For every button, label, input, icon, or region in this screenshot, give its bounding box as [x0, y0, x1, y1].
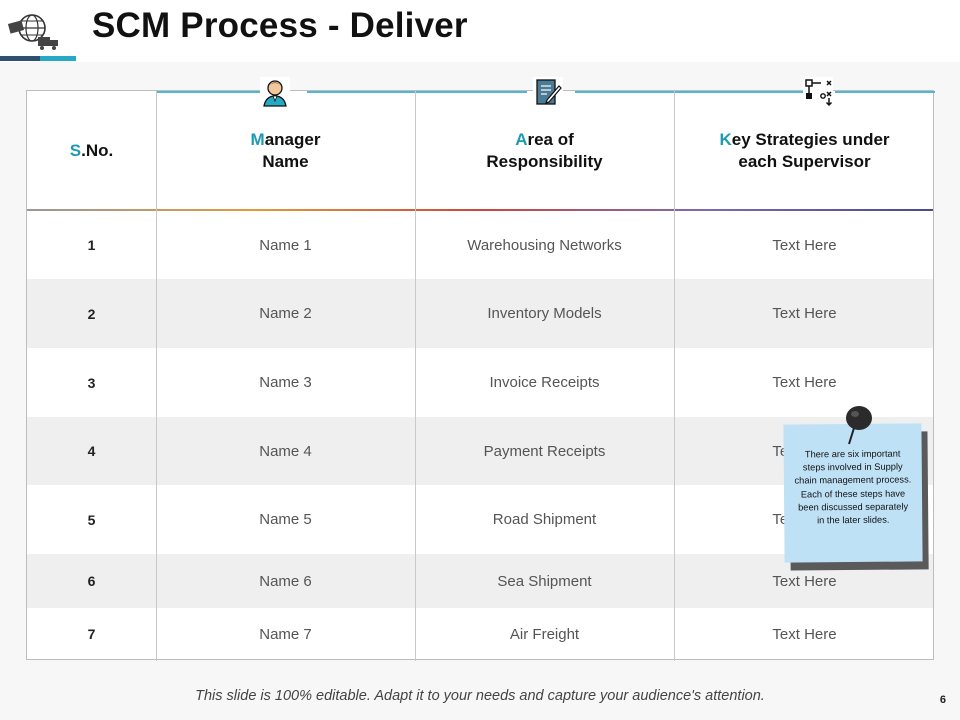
- cell-strategy: Text Here: [772, 374, 837, 391]
- page-title: SCM Process - Deliver: [92, 6, 468, 45]
- cell-area: Inventory Models: [487, 305, 602, 322]
- logistics-globe-icon: [7, 14, 58, 50]
- table-row: 6 Name 6 Sea Shipment Text Here: [27, 554, 933, 608]
- cell-manager-name: Name 1: [259, 236, 312, 254]
- manager-avatar-icon: [260, 77, 290, 107]
- cell-area: Invoice Receipts: [489, 374, 600, 391]
- table-row: 3 Name 3 Invoice Receipts Text Here: [27, 348, 933, 417]
- header-divider: [27, 209, 933, 211]
- table-row: 2 Name 2 Inventory Models Text Here: [27, 279, 933, 348]
- cell-area: Warehousing Networks: [467, 236, 622, 254]
- flowchart-icon: [803, 77, 833, 107]
- cell-manager-name: Name 2: [259, 305, 312, 322]
- cell-manager-name: Name 5: [259, 511, 312, 528]
- column-divider: [156, 91, 157, 661]
- cell-area: Payment Receipts: [483, 442, 606, 460]
- cell-area: Road Shipment: [492, 511, 597, 528]
- header-accent-line: [307, 91, 527, 93]
- cell-sno: 7: [87, 626, 96, 642]
- cell-sno: 2: [87, 305, 96, 322]
- cell-strategy: Text Here: [772, 572, 837, 590]
- cell-area: Air Freight: [509, 625, 580, 643]
- column-divider: [415, 91, 416, 661]
- document-pen-icon: [533, 77, 563, 107]
- cell-sno: 6: [87, 573, 96, 589]
- footer-caption: This slide is 100% editable. Adapt it to…: [195, 688, 765, 704]
- cell-manager-name: Name 6: [259, 572, 312, 590]
- cell-sno: 1: [87, 237, 96, 253]
- cell-sno: 5: [87, 511, 96, 528]
- header-accent-line: [835, 91, 935, 93]
- page-number: 6: [939, 694, 946, 706]
- column-divider: [674, 91, 675, 661]
- table-row: 7 Name 7 Air Freight Text Here: [27, 608, 933, 660]
- cell-sno: 4: [87, 443, 96, 459]
- cell-manager-name: Name 4: [259, 442, 312, 460]
- cell-strategy: Text Here: [772, 236, 837, 254]
- cell-manager-name: Name 3: [259, 374, 312, 391]
- cell-area: Sea Shipment: [497, 572, 592, 590]
- title-accent-bar: [0, 56, 76, 61]
- header-accent-line: [157, 91, 287, 93]
- cell-strategy: Text Here: [772, 625, 837, 643]
- header-sno: S.No.: [69, 140, 114, 160]
- header-accent-line: [575, 91, 805, 93]
- cell-strategy: Text Here: [772, 305, 837, 322]
- cell-sno: 3: [87, 374, 96, 391]
- sticky-note-text: There are six important steps involved i…: [794, 448, 912, 526]
- push-pin-icon: [846, 406, 872, 445]
- table-row: 1 Name 1 Warehousing Networks Text Here: [27, 211, 933, 279]
- cell-manager-name: Name 7: [259, 625, 312, 643]
